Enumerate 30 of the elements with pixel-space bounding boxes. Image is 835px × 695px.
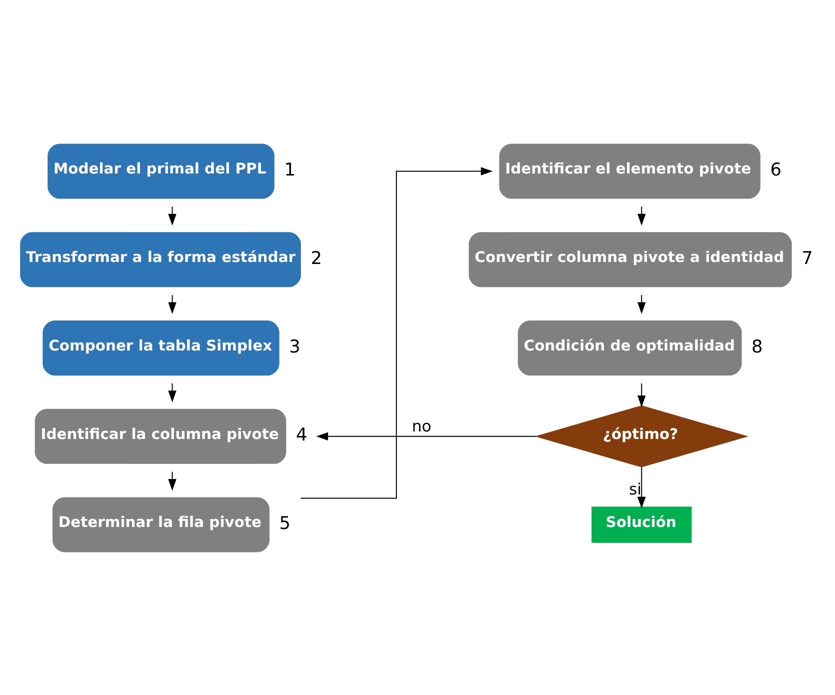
node-box: Solución [592,506,692,542]
edge-label: si [628,479,642,498]
arrow [168,294,176,314]
node-label: 8 [752,336,763,357]
node-label: 7 [802,248,813,268]
node-label: 4 [296,425,308,446]
node-label: 1 [284,160,296,180]
node-box: Modelar el primal del PPL [48,143,274,198]
arrow [637,294,646,314]
edge-label: no [412,416,432,435]
node-box: Identificar la columna pivote [34,408,286,464]
node-label: 2 [310,248,322,268]
node-box: Condición de optimalidad [518,320,742,375]
arrow [637,466,646,508]
arrow [637,206,646,226]
node-box: Transformar a la forma estándar [20,232,301,287]
node-label: 3 [289,336,300,357]
arrow [168,470,176,490]
arrow [300,166,493,498]
node-box: Determinar la fila pivote [52,496,270,552]
node-label: 6 [770,160,782,180]
arrow [637,382,646,407]
node-label: 5 [279,514,291,534]
node-box: Componer la tabla Simplex [42,320,280,375]
node-box: Convertir columna pivote a identidad [468,232,792,287]
node-box: Identificar el elemento pivote [499,143,760,198]
node-diamond: ¿óptimo? [534,404,748,467]
arrow [316,432,537,440]
arrow [168,382,176,402]
arrow [168,206,176,226]
